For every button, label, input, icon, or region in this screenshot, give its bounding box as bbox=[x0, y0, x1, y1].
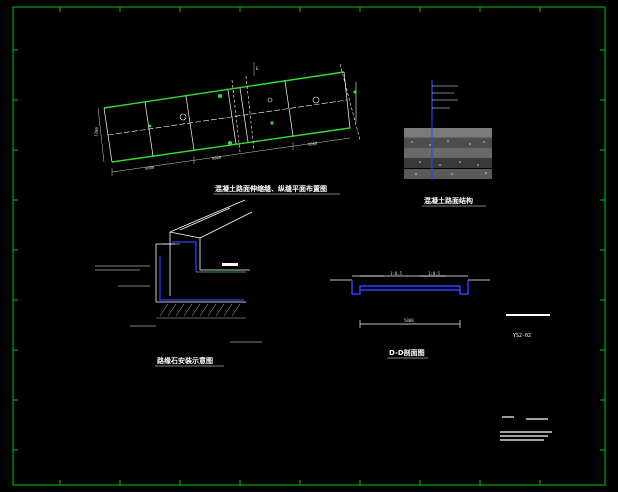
plan-dim-seg3: 5000 bbox=[307, 141, 318, 147]
road-edge-bottom bbox=[111, 127, 351, 163]
road-centerline bbox=[107, 99, 348, 136]
dd-section-view: 1:0.5 1:0.5 5000 D-D剖面图 bbox=[330, 271, 490, 359]
plan-dim-width: 1200 bbox=[93, 126, 99, 137]
pavement-structure-caption: 混凝土路面结构 bbox=[424, 196, 473, 205]
joint-plan-view: 1200 5000 5000 5000 E 混凝土路面伸缩缝、纵缝平面布置图 bbox=[93, 62, 361, 195]
plan-dim-seg2: 5000 bbox=[211, 155, 222, 161]
plan-caption: 混凝土路面伸缩缝、纵缝平面布置图 bbox=[215, 184, 327, 193]
curb-label-block bbox=[222, 263, 238, 266]
curb-installation-view: 路缘石安装示意图 bbox=[95, 199, 262, 367]
plan-mark-e: E bbox=[256, 66, 259, 71]
road-edge-top bbox=[103, 71, 345, 109]
section-dim-bottom: 5000 bbox=[404, 318, 414, 323]
title-block bbox=[500, 416, 552, 441]
section-caption: D-D剖面图 bbox=[389, 348, 425, 357]
curb-caption: 路缘石安装示意图 bbox=[157, 356, 213, 365]
sheet-notes: YS2-02 bbox=[506, 314, 550, 339]
drawing-frame bbox=[12, 6, 606, 486]
plan-dim-seg1: 5000 bbox=[144, 165, 155, 171]
sheet-number: YS2-02 bbox=[513, 333, 531, 339]
section-dim-right: 1:0.5 bbox=[428, 271, 441, 276]
pavement-structure-view: 混凝土路面结构 bbox=[404, 80, 492, 207]
section-dim-left: 1:0.5 bbox=[390, 271, 403, 276]
